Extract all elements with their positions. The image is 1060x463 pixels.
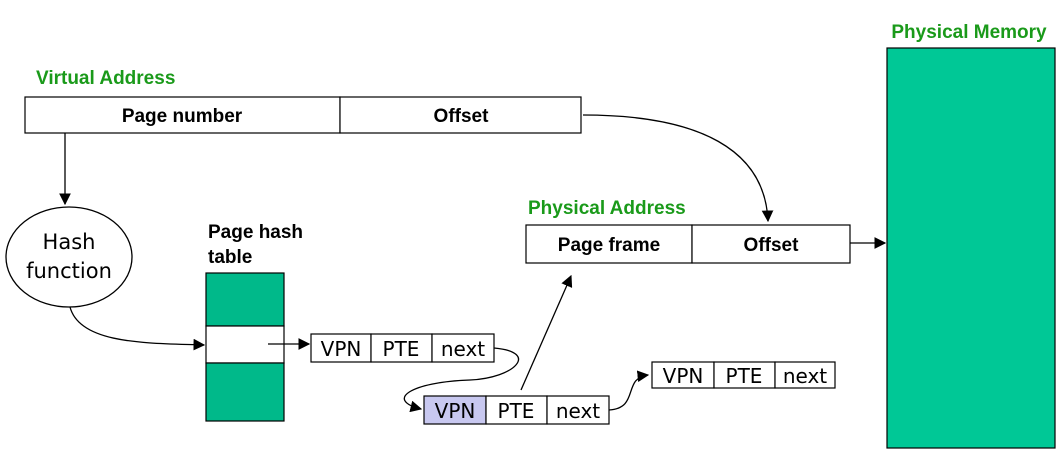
entry2-to-page-frame-arrow bbox=[520, 274, 573, 391]
entry3-vpn-cell bbox=[651, 361, 715, 389]
chain-entry-3: VPN PTE next bbox=[651, 361, 836, 389]
entry3-next: next bbox=[783, 364, 827, 388]
entry1-vpn-cell bbox=[310, 333, 372, 363]
physical-address-title: Physical Address bbox=[528, 198, 686, 219]
entry2-vpn: VPN bbox=[435, 399, 476, 423]
hash-table-slot-bottom bbox=[205, 362, 285, 422]
entry1-next-cell bbox=[431, 333, 495, 363]
virtual-offset-cell bbox=[339, 96, 582, 134]
physical-page-frame-label: Page frame bbox=[558, 235, 660, 256]
entry3-pte: PTE bbox=[726, 364, 763, 388]
virtual-page-number-cell bbox=[24, 96, 341, 134]
physical-memory-block bbox=[886, 47, 1056, 449]
hash-function-ellipse bbox=[5, 206, 133, 308]
entry3-pte-cell bbox=[713, 361, 776, 389]
virtual-address-title: Virtual Address bbox=[36, 68, 175, 89]
page-hash-table-title-line1: Page hash bbox=[208, 222, 303, 243]
chain-entry-1: VPN PTE next bbox=[310, 333, 495, 363]
entry3-next-cell bbox=[774, 361, 836, 389]
hash-function-line1: Hash bbox=[43, 230, 96, 254]
virtual-offset-label: Offset bbox=[434, 106, 490, 127]
physical-offset-cell bbox=[691, 224, 851, 264]
hash-function-line2: function bbox=[26, 259, 112, 283]
physical-offset-label: Offset bbox=[744, 235, 800, 256]
entry1-pte: PTE bbox=[383, 337, 420, 361]
hash-table-slot-top bbox=[205, 272, 285, 327]
entry1-vpn: VPN bbox=[321, 337, 362, 361]
virtual-offset-to-physical-offset-arrow bbox=[582, 114, 774, 223]
entry1-to-entry2-arrow bbox=[403, 347, 519, 413]
physical-memory-title: Physical Memory bbox=[891, 22, 1047, 43]
entry2-pte: PTE bbox=[498, 399, 535, 423]
virtual-page-number-label: Page number bbox=[122, 106, 243, 127]
entry3-vpn: VPN bbox=[663, 364, 704, 388]
physical-page-frame-cell bbox=[525, 224, 693, 264]
entry2-next-cell bbox=[546, 395, 610, 425]
entry2-next: next bbox=[556, 399, 600, 423]
entry1-next: next bbox=[441, 337, 485, 361]
entry2-pte-cell bbox=[485, 395, 548, 425]
page-hash-table-title-line2: table bbox=[208, 247, 252, 268]
hash-to-table-arrow bbox=[69, 306, 206, 351]
entry2-to-entry3-arrow bbox=[608, 370, 650, 411]
chain-entry-2: VPN PTE next bbox=[423, 395, 610, 425]
